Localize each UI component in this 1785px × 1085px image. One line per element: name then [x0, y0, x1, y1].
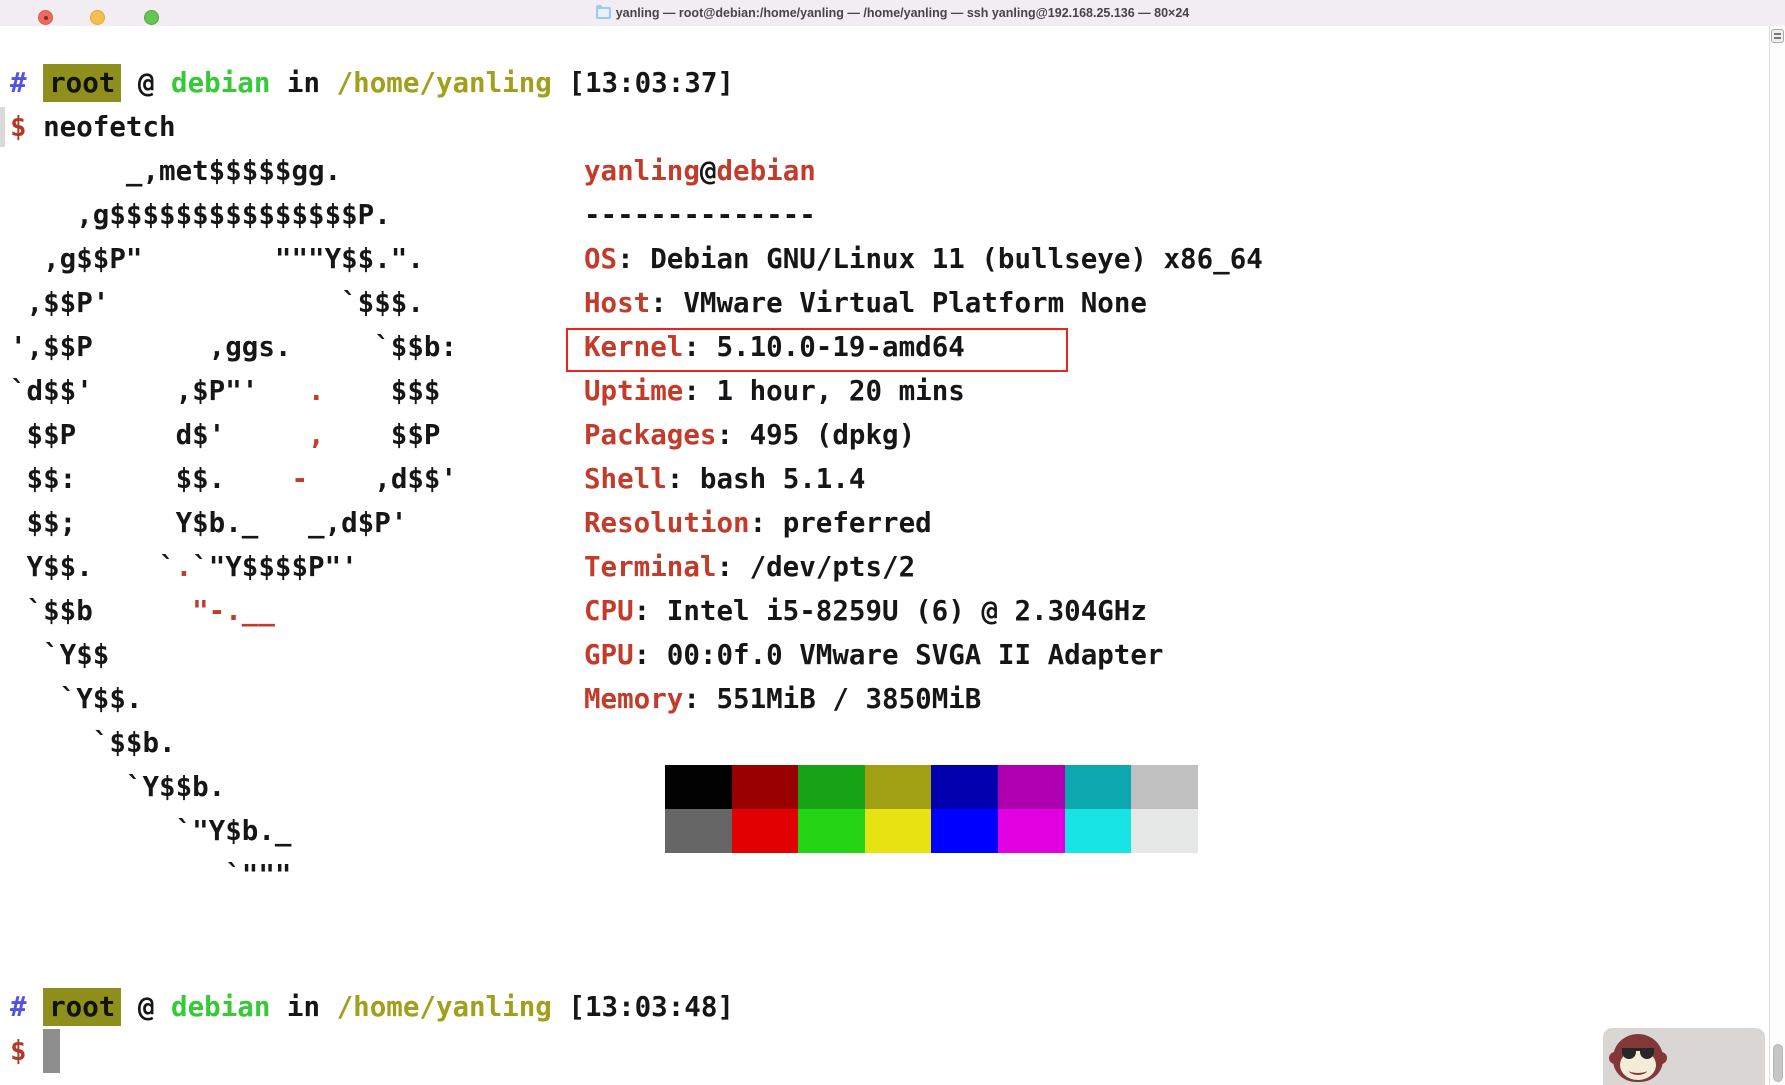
palette-swatch: [798, 809, 865, 853]
prompt-line-1: # root @ debian in /home/yanling [13:03:…: [10, 61, 734, 105]
window-title: yanling — root@debian:/home/yanling — /h…: [595, 5, 1190, 20]
palette-swatch: [864, 765, 932, 809]
ascii-art-line: ,g$$$$$$$$$$$$$$$P.: [10, 199, 391, 231]
ascii-art-line: `Y$$b.: [10, 771, 226, 803]
ascii-art-line: `$$b.: [10, 727, 176, 759]
folder-icon: [595, 5, 611, 19]
ascii-art-line: ,g$$P" """Y$$.".: [10, 243, 424, 275]
palette-swatch: [798, 765, 865, 809]
neofetch-entry-resolution: Resolution: preferred: [584, 507, 932, 539]
ascii-art-line: $$; Y$b._ _,d$P': [10, 507, 408, 539]
ascii-art-line: $$: $$. - ,d$$': [10, 463, 458, 495]
palette-swatch: [931, 765, 998, 809]
neofetch-entry-cpu: CPU: Intel i5-8259U (6) @ 2.304GHz: [584, 595, 1147, 627]
neofetch-entry-terminal: Terminal: /dev/pts/2: [584, 551, 916, 583]
palette-swatch: [864, 809, 932, 853]
ascii-art-line: `""": [10, 859, 292, 891]
palette-swatch: [1131, 809, 1198, 853]
palette-swatch: [731, 809, 799, 853]
monkey-logo-icon: [1609, 1034, 1667, 1084]
ascii-art-line: _,met$$$$$gg.: [10, 155, 342, 187]
neofetch-entry-uptime: Uptime: 1 hour, 20 mins: [584, 375, 965, 407]
ascii-art-line: ,$$P' `$$$.: [10, 287, 424, 319]
left-edge-bar: [0, 107, 5, 147]
ascii-art-line: `Y$$: [10, 639, 110, 671]
neofetch-header: yanling@debian: [584, 155, 816, 187]
prompt-line-2: # root @ debian in /home/yanling [13:03:…: [10, 985, 734, 1029]
palette-row-2: [665, 809, 1198, 853]
scrollbar-track[interactable]: [1769, 26, 1785, 1085]
neofetch-entry-shell: Shell: bash 5.1.4: [584, 463, 866, 495]
scrollbar-thumb[interactable]: [1773, 1044, 1783, 1082]
ascii-art-line: $$P d$' , $$P: [10, 419, 441, 451]
window-title-text: yanling — root@debian:/home/yanling — /h…: [615, 6, 1190, 20]
neofetch-divider: --------------: [584, 199, 816, 231]
neofetch-entry-host: Host: VMware Virtual Platform None: [584, 287, 1147, 319]
neofetch-info: yanling@debian -------------- OS: Debian G…: [584, 149, 1263, 721]
palette-swatch: [665, 765, 732, 809]
ascii-art-line: `"Y$b._: [10, 815, 292, 847]
watermark-badge: [1603, 1028, 1765, 1085]
palette-swatch: [1064, 809, 1132, 853]
palette-swatch: [997, 809, 1065, 853]
palette-swatch: [1064, 765, 1132, 809]
debian-ascii-logo: _,met$$$$$gg. ,g$$$$$$$$$$$$$$$P. ,g$$P"…: [10, 149, 457, 897]
close-button[interactable]: [38, 10, 53, 25]
traffic-lights: [0, 0, 200, 26]
scrollbar-widget-icon[interactable]: [1771, 29, 1784, 43]
neofetch-entry-os: OS: Debian GNU/Linux 11 (bullseye) x86_6…: [584, 243, 1263, 275]
ascii-art-line: ',$$P ,ggs. `$$b:: [10, 331, 458, 363]
palette-row-1: [665, 765, 1198, 809]
palette-swatch: [931, 809, 998, 853]
neofetch-entry-kernel: Kernel: 5.10.0-19-amd64: [584, 331, 965, 363]
neofetch-entry-packages: Packages: 495 (dpkg): [584, 419, 916, 451]
final-prompt-line: $: [10, 1035, 27, 1067]
palette-swatch: [1131, 765, 1198, 809]
palette-swatch: [665, 809, 732, 853]
ascii-art-line: `Y$$.: [10, 683, 143, 715]
palette-swatch: [997, 765, 1065, 809]
ascii-art-line: `d$$' ,$P"' . $$$: [10, 375, 441, 407]
title-bar[interactable]: yanling — root@debian:/home/yanling — /h…: [0, 0, 1785, 27]
minimize-button[interactable]: [90, 10, 105, 25]
terminal-content[interactable]: # root @ debian in /home/yanling [13:03:…: [0, 26, 1770, 1085]
palette-swatch: [731, 765, 799, 809]
ascii-art-line: `$$b "-.__: [10, 595, 275, 627]
zoom-button[interactable]: [144, 10, 159, 25]
terminal-cursor[interactable]: [43, 1029, 60, 1073]
ansi-color-palette: [665, 765, 1198, 853]
neofetch-entry-gpu: GPU: 00:0f.0 VMware SVGA II Adapter: [584, 639, 1164, 671]
ascii-art-line: Y$$. `.`"Y$$$$P"': [10, 551, 358, 583]
neofetch-entry-memory: Memory: 551MiB / 3850MiB: [584, 683, 982, 715]
command-line: $ neofetch: [10, 111, 176, 143]
